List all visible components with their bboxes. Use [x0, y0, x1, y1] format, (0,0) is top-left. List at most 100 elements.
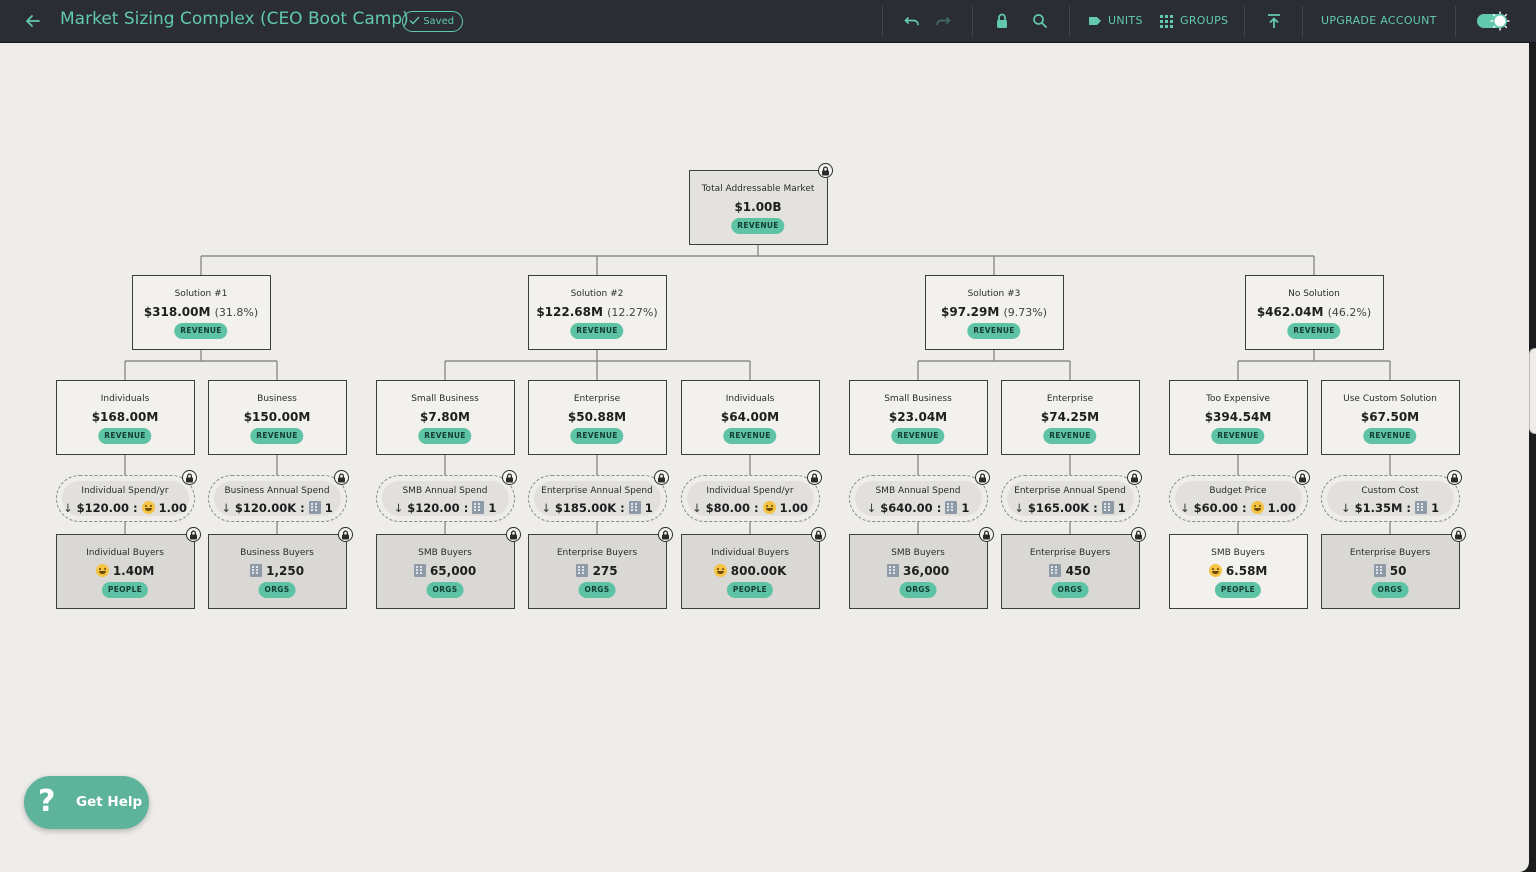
driver-pill-background	[854, 481, 982, 516]
lock-icon[interactable]	[502, 470, 517, 485]
building-emoji-icon	[249, 564, 262, 577]
groups-button[interactable]: GROUPS	[1180, 14, 1229, 27]
lock-icon[interactable]	[807, 470, 822, 485]
lock-icon[interactable]	[334, 470, 349, 485]
driver-amount: $640.00	[880, 501, 933, 515]
search-icon[interactable]	[1031, 12, 1049, 30]
saved-status-badge: Saved	[402, 11, 464, 32]
lock-icon[interactable]	[818, 163, 833, 178]
driver-input-pill[interactable]: Business Annual Spend↓ $120.00K : 1	[207, 475, 347, 522]
get-help-label[interactable]: Get Help	[76, 794, 143, 810]
toolbar-divider	[972, 6, 973, 37]
lock-icon[interactable]	[993, 12, 1011, 30]
get-help-button[interactable]	[24, 776, 149, 829]
lock-icon[interactable]	[338, 527, 353, 542]
solution-node[interactable]: Solution #1$318.00M (31.8%)REVENUE	[131, 275, 271, 350]
theme-toggle-icon[interactable]	[1490, 11, 1510, 31]
driver-input-pill[interactable]: SMB Annual Spend↓ $120.00 : 1	[375, 475, 515, 522]
driver-value: ↓ $120.00 : 1	[377, 501, 514, 515]
driver-input-pill[interactable]: Custom Cost↓ $1.35M : 1	[1320, 475, 1460, 522]
lock-icon[interactable]	[811, 527, 826, 542]
node-value: $74.25M	[1002, 410, 1139, 424]
driver-label: SMB Annual Spend	[875, 486, 961, 496]
solution-node[interactable]: Solution #2$122.68M (12.27%)REVENUE	[527, 275, 667, 350]
lock-icon[interactable]	[975, 470, 990, 485]
driver-quantity: 1	[1117, 501, 1126, 515]
node-type-badge: REVENUE	[570, 323, 624, 339]
driver-input-pill[interactable]: Enterprise Annual Spend↓ $185.00K : 1	[527, 475, 667, 522]
document-title[interactable]: Market Sizing Complex (CEO Boot Camp)	[60, 9, 409, 29]
node-type-badge: REVENUE	[723, 428, 777, 444]
node-type-badge: REVENUE	[250, 428, 304, 444]
node-value: $122.68M (12.27%)	[529, 305, 666, 319]
driver-label: Individual Spend/yr	[81, 486, 169, 496]
lock-icon[interactable]	[182, 470, 197, 485]
person-emoji-icon	[141, 501, 155, 514]
node-value: $67.50M	[1322, 410, 1459, 424]
lock-icon[interactable]	[979, 527, 994, 542]
node-value-amount: 275	[592, 564, 618, 578]
driver-input-pill[interactable]: SMB Annual Spend↓ $640.00 : 1	[848, 475, 988, 522]
back-arrow-icon[interactable]	[22, 10, 44, 32]
driver-input-pill[interactable]: Enterprise Annual Spend↓ $165.00K : 1	[1000, 475, 1140, 522]
units-button[interactable]: UNITS	[1108, 14, 1143, 27]
driver-value: ↓ $80.00 : 1.00	[682, 501, 819, 515]
undo-icon[interactable]	[903, 12, 921, 30]
solution-node[interactable]: No Solution$462.04M (46.2%)REVENUE	[1244, 275, 1384, 350]
help-question-icon[interactable]: ?	[38, 784, 56, 819]
driver-input-pill[interactable]: Budget Price↓ $60.00 : 1.00	[1168, 475, 1308, 522]
node-label: Enterprise Buyers	[1349, 548, 1431, 558]
driver-input-pill[interactable]: Individual Spend/yr↓ $120.00 : 1.00	[55, 475, 195, 522]
grid-icon[interactable]	[1158, 12, 1176, 30]
lock-icon[interactable]	[654, 470, 669, 485]
lock-icon[interactable]	[658, 527, 673, 542]
solution-node[interactable]: Solution #3$97.29M (9.73%)REVENUE	[924, 275, 1064, 350]
side-panel-handle[interactable]	[1529, 348, 1536, 434]
upgrade-account-button[interactable]: UPGRADE ACCOUNT	[1321, 14, 1437, 27]
driver-input-pill[interactable]: Individual Spend/yr↓ $80.00 : 1.00	[680, 475, 820, 522]
lock-icon[interactable]	[1447, 470, 1462, 485]
lock-icon[interactable]	[186, 527, 201, 542]
building-emoji-icon	[1373, 564, 1386, 577]
lock-icon[interactable]	[506, 527, 521, 542]
lock-icon[interactable]	[1127, 470, 1142, 485]
publish-icon[interactable]	[1265, 12, 1283, 30]
node-value-amount: 1,250	[266, 564, 305, 578]
lock-icon[interactable]	[1131, 527, 1146, 542]
driver-amount: $165.00K	[1027, 501, 1090, 515]
person-emoji-icon	[713, 564, 727, 577]
lock-icon[interactable]	[1451, 527, 1466, 542]
lock-icon[interactable]	[1295, 470, 1310, 485]
tag-icon[interactable]	[1086, 12, 1104, 30]
node-label: Business Buyers	[240, 548, 314, 558]
node-value-amount: $97.29M	[941, 305, 1000, 319]
node-type-badge: REVENUE	[1363, 428, 1417, 444]
building-emoji-icon	[886, 564, 899, 577]
node-percentage: (9.73%)	[1003, 306, 1047, 319]
node-label: SMB Buyers	[1211, 548, 1265, 558]
redo-icon[interactable]	[934, 12, 952, 30]
building-emoji-icon	[308, 501, 321, 514]
node-label: SMB Buyers	[891, 548, 945, 558]
node-value: $1.00B	[690, 200, 827, 214]
